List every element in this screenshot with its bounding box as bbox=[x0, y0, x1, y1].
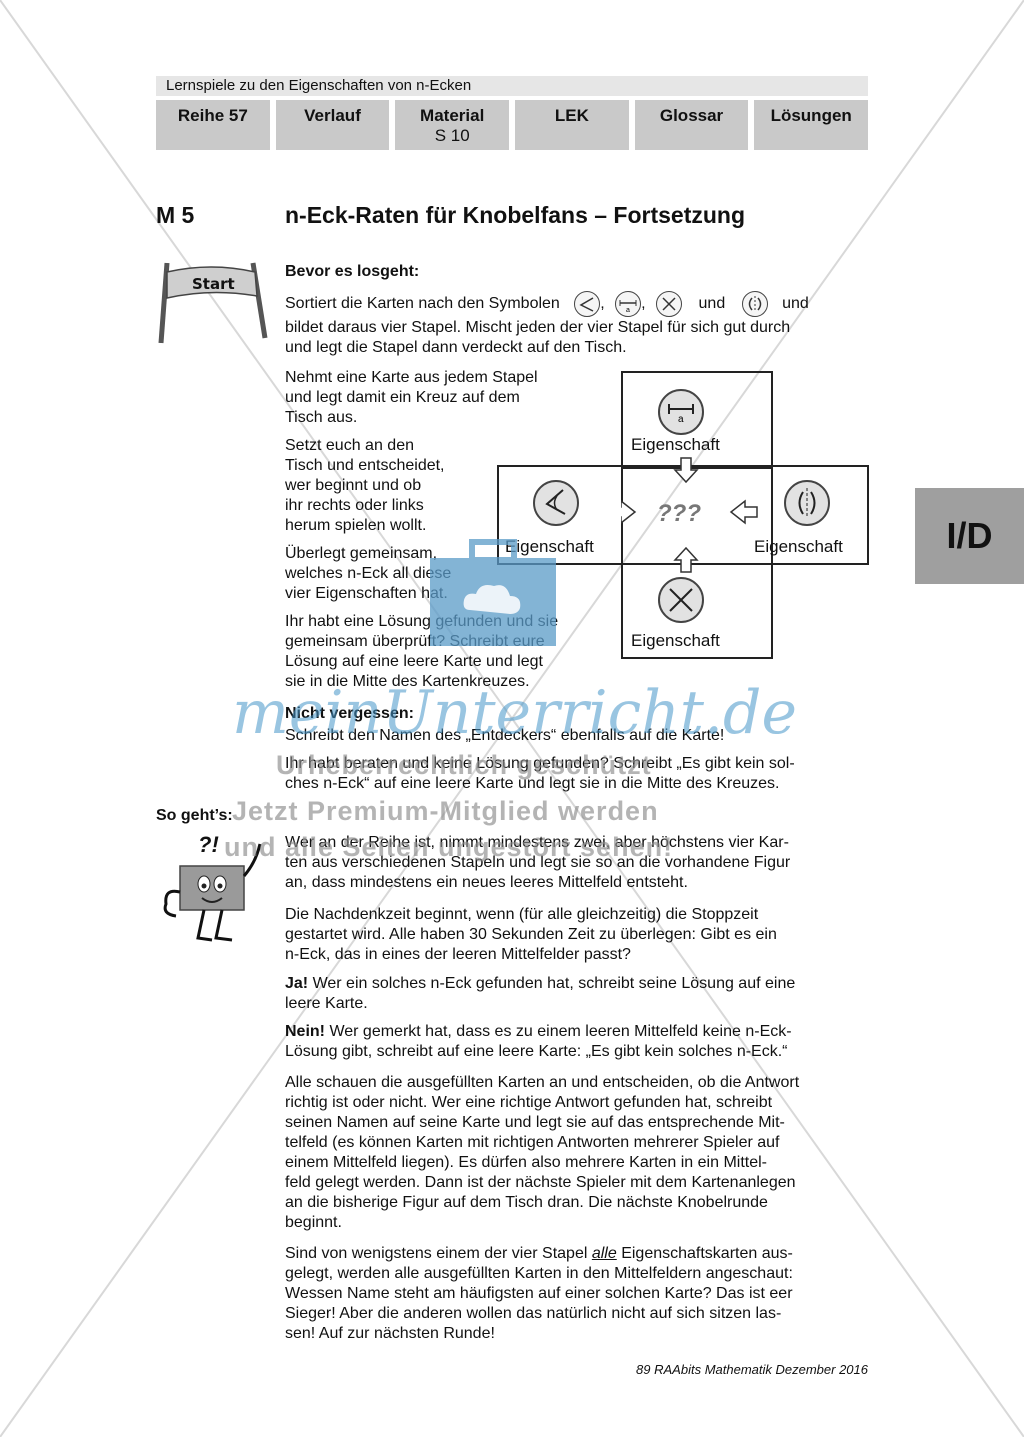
tab-reihe[interactable]: Reihe 57 bbox=[156, 100, 270, 150]
nicht-heading: Nicht vergessen: bbox=[285, 705, 414, 722]
instruction-paragraph-3: Überlegt gemeinsam,welches n-Eck all die… bbox=[285, 545, 452, 602]
rules-paragraph-6: Sind von wenigstens einem der vier Stape… bbox=[285, 1245, 793, 1342]
property-label-top: Eigenschaft bbox=[631, 435, 720, 454]
tab-material-page: S 10 bbox=[434, 126, 470, 145]
watermark-brand: meinUnterricht.de bbox=[232, 678, 797, 748]
angle-symbol-icon bbox=[533, 480, 579, 526]
property-label-right: Eigenschaft bbox=[754, 537, 843, 556]
tab-lek[interactable]: LEK bbox=[515, 100, 629, 150]
series-header-strip: Lernspiele zu den Eigenschaften von n-Ec… bbox=[156, 76, 868, 96]
side-length-symbol-icon: a bbox=[658, 389, 704, 435]
svg-text:a: a bbox=[626, 307, 630, 314]
svg-text:a: a bbox=[678, 414, 684, 425]
side-length-symbol-icon: a bbox=[615, 291, 642, 317]
figure-exclaim: ?! bbox=[198, 832, 219, 857]
briefcase-watermark-icon bbox=[430, 539, 556, 646]
rules-paragraph-2: Die Nachdenkzeit beginnt, wenn (für alle… bbox=[285, 906, 777, 963]
watermark-line-3: und alle Seiten ungestört sehen! bbox=[224, 832, 674, 862]
page-title: n-Eck-Raten für Knobelfans – Fortsetzung bbox=[285, 202, 746, 228]
watermark-line-2: Jetzt Premium-Mitglied werden bbox=[232, 796, 659, 826]
tab-glossar[interactable]: Glossar bbox=[634, 100, 749, 150]
card-top bbox=[621, 371, 773, 469]
bevor-heading: Bevor es losgeht: bbox=[285, 263, 420, 280]
material-code: M 5 bbox=[156, 202, 195, 228]
rules-paragraph-4: Nein! Wer gemerkt hat, dass es zu einem … bbox=[285, 1023, 792, 1060]
symmetry-symbol-icon bbox=[784, 480, 830, 526]
nicht-line2: Ihr habt beraten und keine Lösung gefund… bbox=[285, 755, 795, 772]
rules-paragraph-1: Wer an der Reihe ist, nimmt mindestens z… bbox=[285, 834, 791, 891]
start-sign-icon bbox=[158, 262, 268, 344]
nicht-line1: Schreibt den Namen des „Entdeckers“ eben… bbox=[285, 727, 725, 744]
property-label-bottom: Eigenschaft bbox=[631, 631, 720, 650]
card-character-icon bbox=[163, 843, 262, 942]
arrows-icon bbox=[621, 457, 758, 573]
nicht-line3: ches n-Eck“ auf eine leere Karte und leg… bbox=[285, 775, 780, 792]
watermark-line-1: Urheberrechtlich geschützt bbox=[276, 750, 652, 780]
bevor-line1: Sortiert die Karten nach den Symbolen , … bbox=[285, 291, 870, 317]
section-tab: I/D bbox=[915, 488, 1024, 584]
rules-paragraph-3: Ja! Wer ein solches n-Eck gefunden hat, … bbox=[285, 975, 796, 1012]
diagonal-symbol-icon bbox=[658, 577, 704, 623]
tab-verlauf[interactable]: Verlauf bbox=[275, 100, 390, 150]
sogehts-heading: So geht’s: bbox=[156, 807, 233, 824]
start-sign-label: Start bbox=[192, 275, 235, 293]
angle-symbol-icon bbox=[574, 291, 601, 317]
bevor-line2: bildet daraus vier Stapel. Mischt jeden … bbox=[285, 319, 791, 336]
diagonal-symbol-icon bbox=[656, 291, 683, 317]
bevor-line3: und legt die Stapel dann verdeckt auf de… bbox=[285, 339, 627, 356]
page-footer: 89 RAAbits Mathematik Dezember 2016 bbox=[636, 1362, 868, 1377]
symmetry-symbol-icon bbox=[741, 291, 768, 317]
tab-loesungen[interactable]: Lösungen bbox=[754, 100, 869, 150]
property-label-left: Eigenschaft bbox=[505, 537, 594, 556]
rules-paragraph-5: Alle schauen die ausgefüllten Karten an … bbox=[285, 1074, 800, 1231]
center-question: ??? bbox=[657, 500, 701, 527]
